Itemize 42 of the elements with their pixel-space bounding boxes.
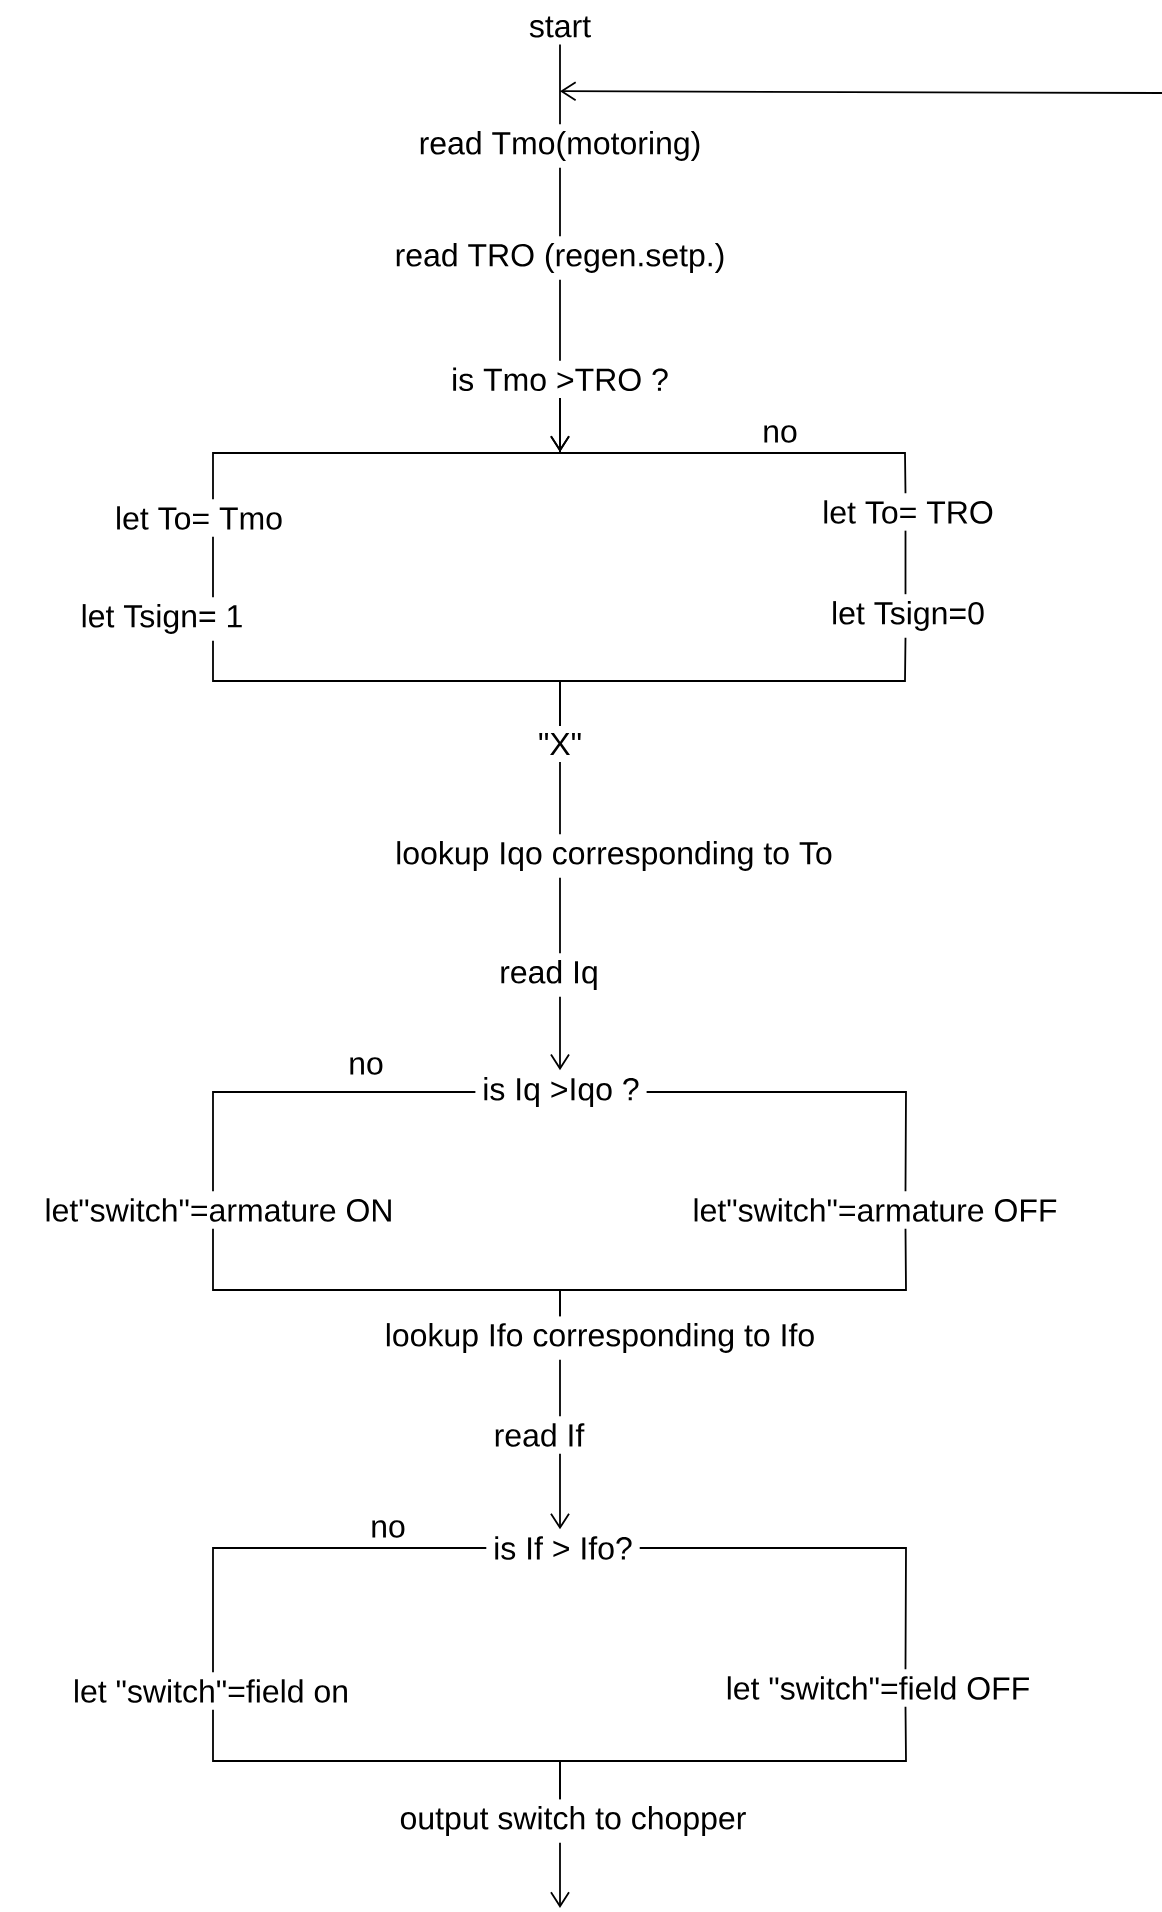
step-text: let "switch"=field on (75, 1679, 347, 1703)
step-text: let"switch"=armature ON (46, 1198, 391, 1222)
arrow (550, 1841, 570, 1908)
terminal-text: start (529, 16, 591, 38)
connector-line (559, 43, 561, 126)
decision-text: is Tmo >TRO ? (453, 367, 668, 392)
connector-line (559, 1358, 561, 1418)
step-text: let Tsign=0 (833, 601, 984, 631)
step-text: read If (495, 1423, 585, 1447)
step-text: let "switch"=field OFF (727, 1676, 1029, 1700)
connector-line (212, 1547, 488, 1674)
connector-line (212, 535, 214, 599)
step-text: output switch to chopper (400, 1806, 746, 1836)
step-text: read Iq (501, 960, 597, 990)
connector-line (212, 1091, 477, 1193)
connector-line (559, 1227, 907, 1318)
edge-label: no (758, 421, 802, 447)
arrow (550, 1452, 570, 1530)
arrow (550, 995, 570, 1071)
connector-text: "X" (539, 733, 581, 755)
decision-text: is Iq >Iqo ? (484, 1077, 639, 1107)
step-text: let Tsign= 1 (82, 604, 242, 634)
arrow (560, 81, 1162, 102)
connector-line (904, 529, 907, 596)
connector-line (559, 278, 561, 362)
connector-line (645, 1091, 907, 1193)
step-text: let To= Tmo (117, 506, 282, 530)
step-text: let"switch"=armature OFF (694, 1198, 1057, 1222)
step-text: read TRO (regen.setp.) (396, 243, 724, 273)
connector-line (559, 166, 561, 238)
step-text: read Tmo(motoring) (420, 131, 700, 161)
connector-line (638, 1547, 907, 1671)
step-text: let To= TRO (824, 500, 993, 524)
decision-text: is If > Ifo? (495, 1536, 632, 1560)
edge-label: no (344, 1053, 388, 1079)
step-text: lookup Iqo corresponding to To (397, 841, 832, 871)
step-text: lookup Ifo corresponding to Ifo (386, 1323, 814, 1353)
connector-line (559, 1705, 907, 1801)
connector-line (559, 761, 561, 836)
edge-label: no (366, 1516, 410, 1542)
connector-line (559, 876, 561, 955)
connector-line (559, 636, 907, 727)
